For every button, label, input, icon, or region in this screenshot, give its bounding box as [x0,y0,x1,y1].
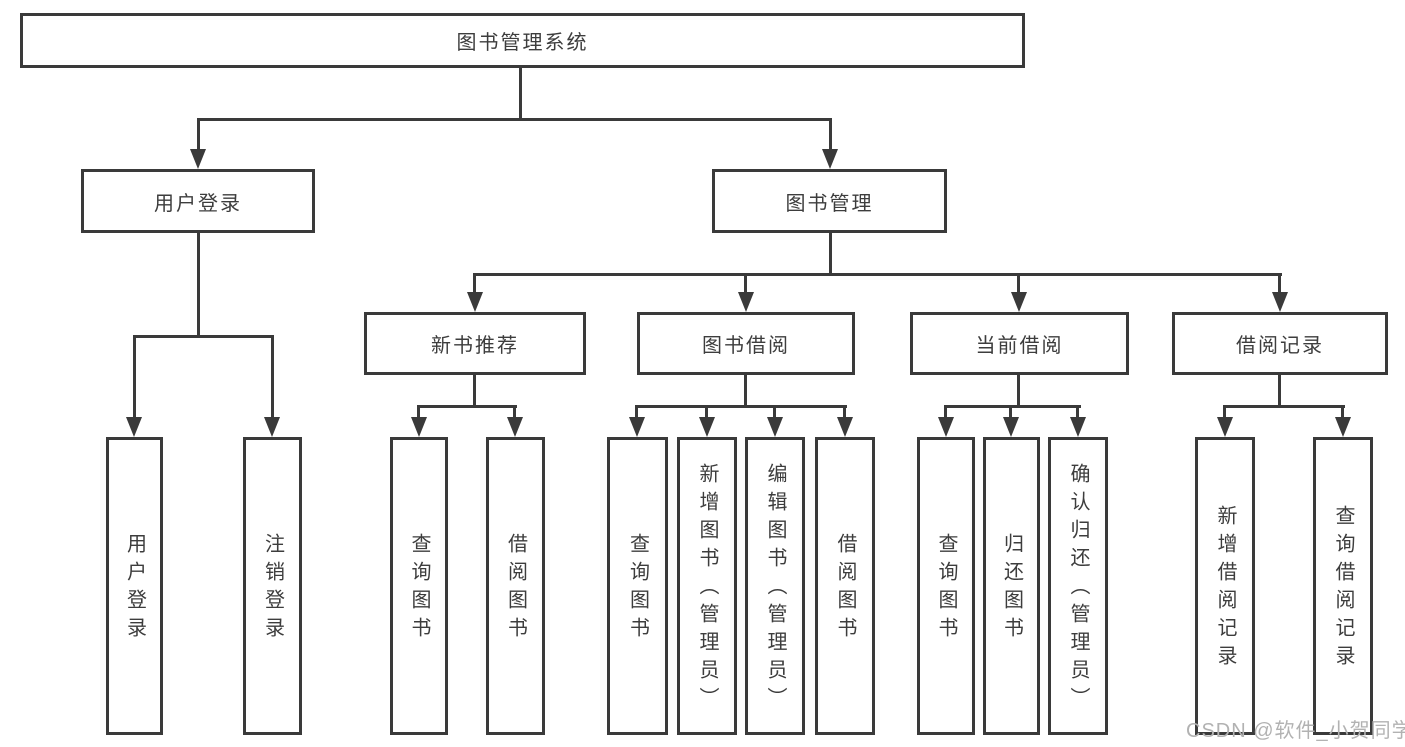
connector-line [744,273,747,292]
node-leaf-add-books-admin: 新增图书（管理员） [677,437,737,735]
connector-arrowhead [264,417,280,437]
connector-arrowhead [699,417,715,437]
node-leaf-return-books: 归还图书 [983,437,1040,735]
connector-line [197,233,200,335]
node-leaf-query-books-recommend: 查询图书 [390,437,448,735]
connector-arrowhead [190,149,206,169]
connector-arrowhead [822,149,838,169]
connector-line [829,233,832,273]
connector-line [635,405,638,417]
connector-line [519,68,522,118]
connector-line [473,273,1282,276]
connector-line [744,375,747,405]
connector-line [635,405,847,408]
node-book-borrowing: 图书借阅 [637,312,855,375]
connector-line [473,273,476,292]
node-leaf-borrow-books: 借阅图书 [815,437,875,735]
node-new-book-recommendation: 新书推荐 [364,312,586,375]
node-leaf-logout: 注销登录 [243,437,302,735]
connector-arrowhead [1070,417,1086,437]
csdn-watermark: CSDN @软件_小贺同学 [1186,720,1405,742]
connector-arrowhead [629,417,645,437]
node-leaf-query-books-current: 查询图书 [917,437,975,735]
connector-line [1009,405,1012,417]
connector-line [1341,405,1344,417]
connector-line [271,335,274,417]
connector-line [1223,405,1345,408]
connector-line [1278,375,1281,405]
connector-arrowhead [1217,417,1233,437]
node-library-system: 图书管理系统 [20,13,1025,68]
connector-line [843,405,846,417]
connector-line [829,118,832,149]
node-leaf-confirm-return-admin: 确认归还（管理员） [1048,437,1108,735]
connector-line [473,375,476,405]
connector-line [1278,273,1281,292]
connector-line [773,405,776,417]
node-book-management: 图书管理 [712,169,947,233]
connector-arrowhead [738,292,754,312]
connector-line [417,405,517,408]
node-leaf-query-books-borrowing: 查询图书 [607,437,668,735]
connector-arrowhead [411,417,427,437]
connector-arrowhead [1335,417,1351,437]
connector-line [1223,405,1226,417]
connector-line [1017,273,1020,292]
connector-line [705,405,708,417]
connector-arrowhead [507,417,523,437]
connector-line [197,118,831,121]
connector-line [1076,405,1079,417]
connector-line [513,405,516,417]
connector-line [417,405,420,417]
node-leaf-add-borrow-record: 新增借阅记录 [1195,437,1255,735]
connector-line [133,335,136,417]
node-leaf-query-borrow-record: 查询借阅记录 [1313,437,1373,735]
connector-arrowhead [1272,292,1288,312]
connector-line [197,118,200,149]
connector-arrowhead [767,417,783,437]
node-borrowing-records: 借阅记录 [1172,312,1388,375]
connector-line [133,335,274,338]
connector-arrowhead [126,417,142,437]
node-leaf-edit-books-admin: 编辑图书（管理员） [745,437,805,735]
node-leaf-borrow-books-recommend: 借阅图书 [486,437,545,735]
connector-arrowhead [1011,292,1027,312]
connector-line [944,405,947,417]
node-user-login: 用户登录 [81,169,315,233]
connector-arrowhead [837,417,853,437]
connector-line [944,405,1081,408]
connector-arrowhead [1003,417,1019,437]
node-leaf-user-login: 用户登录 [106,437,163,735]
connector-arrowhead [938,417,954,437]
connector-line [1017,375,1020,405]
node-current-borrowing: 当前借阅 [910,312,1129,375]
connector-arrowhead [467,292,483,312]
